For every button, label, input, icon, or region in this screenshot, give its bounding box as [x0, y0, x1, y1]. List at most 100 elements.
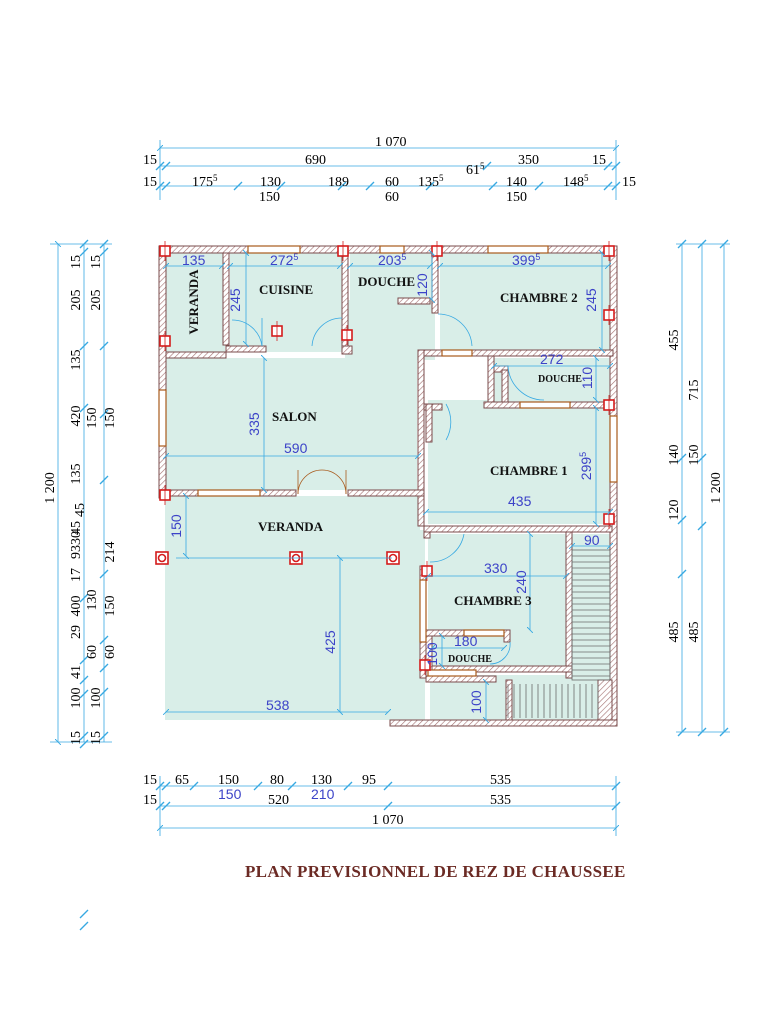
floor-stairs [568, 534, 612, 684]
wall-salon-top [225, 345, 267, 353]
right-c1-3: 485 [667, 622, 682, 643]
left-dimensions [50, 239, 112, 931]
left-c3-10: 15 [89, 731, 104, 745]
top-dim-labels: 1 070 15 690 615 350 15 15 1755 130 189 … [143, 135, 636, 205]
left-c3-5: 150 [103, 596, 118, 617]
room-label-douche-bottom: DOUCHE [448, 654, 492, 665]
dim-100-douche: 100 [424, 642, 440, 666]
top-r2-4: 350 [518, 153, 539, 168]
windows [158, 245, 618, 677]
right-c1-2: 120 [667, 500, 682, 521]
dim-203-douche: 2035 [378, 252, 406, 268]
top-r4-1: 60 [385, 190, 399, 205]
doors [231, 313, 545, 665]
left-total: 1 200 [43, 472, 58, 504]
room-label-chambre3: CHAMBRE 3 [454, 593, 532, 608]
left-c2-9: 400 [69, 596, 84, 617]
wall-corridor-bottom [425, 675, 497, 683]
top-r4-0: 150 [259, 190, 280, 205]
door-chambre3 [429, 533, 465, 563]
wall-chambre1-left [425, 403, 433, 443]
top-r3-1: 1755 [192, 173, 218, 190]
wall-douche-chambre2 [431, 252, 439, 314]
bot-r1-2: 150 [218, 773, 239, 788]
room-label-veranda-top: VERANDA [186, 269, 201, 335]
bot-r1-0: 15 [143, 773, 157, 788]
right-c2-1: 485 [687, 622, 702, 643]
left-c2-12: 100 [69, 688, 84, 709]
wall-bottom-stub [505, 679, 513, 721]
wall-douche-bottom [397, 297, 431, 305]
wall-chambre3-top-left [423, 531, 431, 539]
wall-salon-veranda-right [347, 489, 425, 497]
wall-chambre1-left-top [423, 403, 443, 411]
wall-salon-top-left [165, 351, 227, 359]
dim-399-chambre2: 3995 [512, 252, 540, 268]
left-c2-6: 30 [69, 531, 84, 545]
left-c3-1: 205 [89, 290, 104, 311]
dim-245-chambre2: 245 [583, 288, 599, 312]
dim-330-chambre3: 330 [484, 560, 508, 576]
column-square [419, 655, 431, 675]
dim-135-veranda: 135 [182, 252, 206, 268]
wall-chambre1-bottom [423, 525, 613, 533]
right-c1-0: 455 [667, 330, 682, 351]
dim-538-terrace: 538 [266, 697, 290, 713]
left-c2-4: 135 [69, 464, 84, 485]
dim-180-douche: 180 [454, 633, 478, 649]
room-label-chambre2: CHAMBRE 2 [500, 290, 578, 305]
room-label-veranda-mid: VERANDA [258, 519, 324, 534]
door-salon-hall [311, 317, 343, 347]
left-c3-8: 60 [103, 645, 118, 659]
dim-245-cuisine: 245 [227, 288, 243, 312]
floor-veranda-mid [165, 496, 420, 558]
top-total: 1 070 [375, 135, 407, 150]
left-c2-10: 29 [69, 625, 84, 639]
column-square [271, 321, 283, 341]
left-c2-11: 41 [69, 665, 84, 679]
dim-100-bottom: 100 [468, 690, 484, 714]
dim-590-salon: 590 [284, 440, 308, 456]
top-r3-3: 130 [260, 175, 281, 190]
top-r3-9: 1485 [563, 173, 589, 190]
floor-areas [165, 252, 612, 720]
floor-salon [165, 358, 417, 490]
room-label-salon: SALON [272, 409, 317, 424]
bottom-dimensions [155, 776, 621, 836]
top-dimensions [155, 140, 621, 200]
column-round [155, 551, 169, 565]
left-c3-0: 15 [89, 255, 104, 269]
left-dim-labels: 1 20015205135420135453093174002941100154… [43, 255, 118, 745]
dim-272-douche: 272 [540, 351, 564, 367]
dim-425-terrace: 425 [322, 630, 338, 654]
bot-r2-4: 535 [490, 793, 511, 808]
column-square [337, 241, 349, 261]
left-c2-7: 93 [69, 545, 84, 559]
top-r3-8: 140 [506, 175, 527, 190]
bot-r2-0: 15 [143, 793, 157, 808]
dim-110-douche: 110 [579, 367, 595, 390]
right-c2-0: 150 [687, 445, 702, 466]
door-douche-right [507, 365, 545, 401]
bot-r1-6: 535 [490, 773, 511, 788]
left-c2-8: 17 [69, 568, 84, 582]
room-labels: VERANDA CUISINE DOUCHE CHAMBRE 2 DOUCHE … [186, 269, 582, 665]
column-square [159, 241, 171, 261]
columns [155, 241, 615, 675]
bottom-dim-labels: 15 65 150 80 130 95 535 15 150 520 210 5… [143, 773, 511, 828]
door-chambre2 [437, 313, 473, 347]
top-r2-2: 615 [466, 161, 485, 178]
dim-90-stair: 90 [584, 532, 600, 548]
wall-salon-chambre1 [417, 349, 425, 527]
dim-335-salon: 335 [246, 412, 262, 436]
left-c3-6: 130 [85, 590, 100, 611]
wall-stair-bottom [597, 679, 613, 721]
left-c2-0: 15 [69, 255, 84, 269]
right-c3-0: 715 [687, 380, 702, 401]
floor-terrace [165, 558, 395, 720]
right-dimensions [676, 239, 730, 737]
left-c2-3: 420 [69, 406, 84, 427]
wall-shower3-right [503, 629, 511, 643]
left-c3-3: 150 [103, 408, 118, 429]
top-r3-0: 15 [143, 175, 157, 190]
